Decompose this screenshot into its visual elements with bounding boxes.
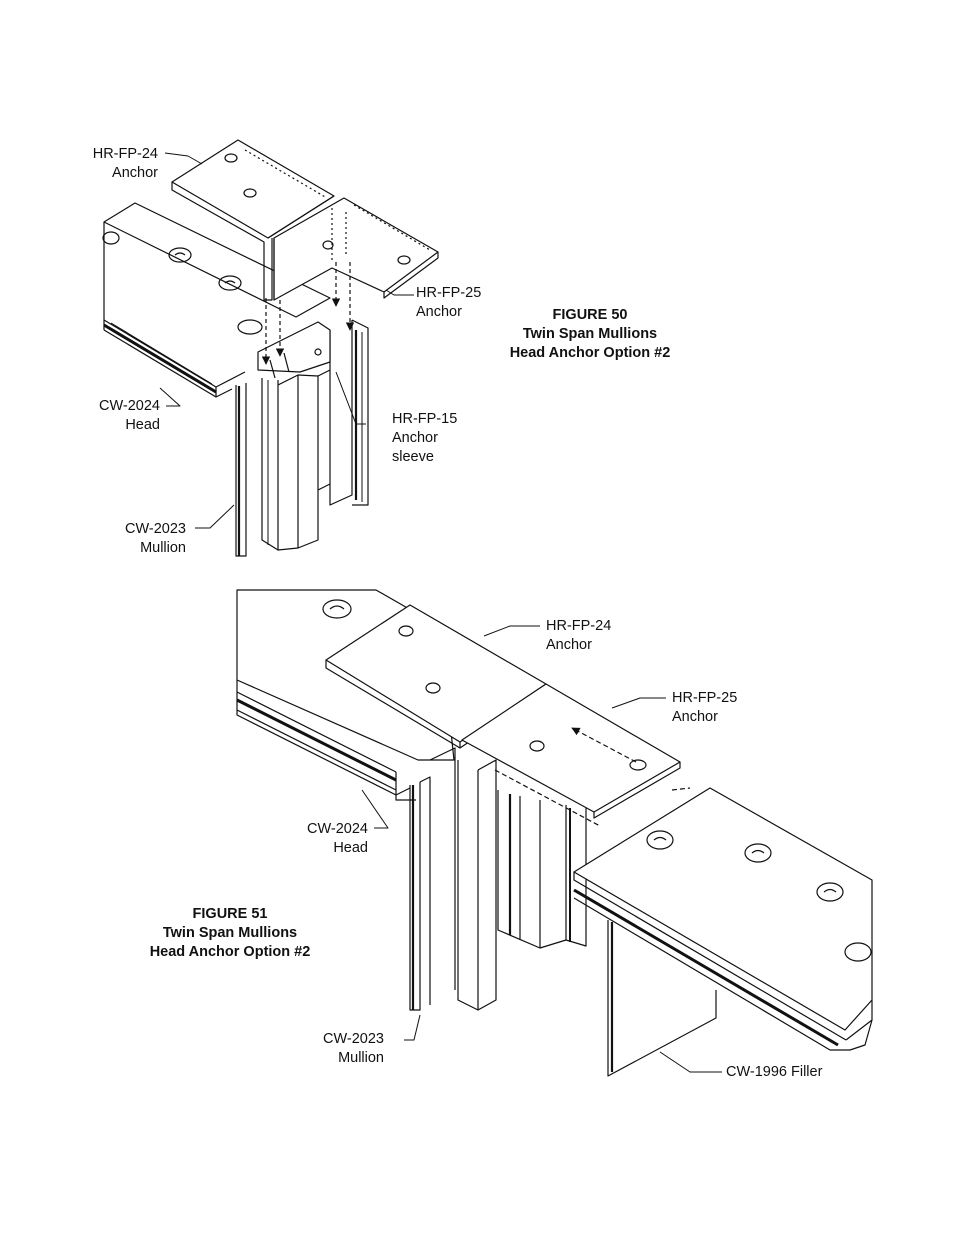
label-line: Mullion — [338, 1050, 384, 1066]
caption-line: Twin Span Mullions — [522, 326, 658, 342]
label-line: CW-1996 Filler — [726, 1064, 823, 1080]
caption-line: Head Anchor Option #2 — [509, 345, 671, 361]
caption-line: Twin Span Mullions — [162, 925, 298, 941]
fig51-label-cw-1996: CW-1996 Filler — [726, 1063, 822, 1082]
label-line: Head — [333, 840, 368, 856]
label-line: Mullion — [140, 540, 186, 556]
fig50-label-hr-fp-24: HR-FP-24 Anchor — [60, 145, 158, 183]
figure-51-drawing — [236, 589, 873, 1077]
fig50-assembly-arrows — [261, 262, 355, 365]
fig51-caption: FIGURE 51 Twin Span Mullions Head Anchor… — [130, 905, 330, 962]
fig51-hr-fp-25-anchor — [461, 683, 681, 819]
fig50-hr-fp-15-sleeve — [257, 321, 331, 379]
label-line: sleeve — [392, 449, 434, 465]
label-line: HR-FP-24 — [546, 618, 612, 634]
fig51-cw-2024-head-right — [573, 787, 873, 1051]
caption-line: FIGURE 51 — [192, 906, 268, 922]
label-line: Anchor — [672, 709, 718, 725]
fig50-cw-2023-mullion — [235, 319, 369, 557]
fig50-caption: FIGURE 50 Twin Span Mullions Head Anchor… — [490, 306, 690, 363]
fig51-cw-1996-filler — [607, 920, 717, 1077]
fig50-label-hr-fp-15: HR-FP-15 Anchor sleeve — [392, 410, 457, 467]
fig51-assembly-arrows — [494, 727, 691, 827]
figure-50-drawing — [102, 139, 439, 557]
label-line: Anchor — [546, 637, 592, 653]
label-line: HR-FP-24 — [92, 146, 158, 162]
fig51-leaders — [361, 625, 722, 1073]
label-line: CW-2023 — [323, 1031, 384, 1047]
fig50-label-cw-2024: CW-2024 Head — [60, 397, 160, 435]
label-line: HR-FP-15 — [392, 411, 458, 427]
fig50-label-cw-2023: CW-2023 Mullion — [86, 520, 186, 558]
fig50-hr-fp-25-anchor — [273, 197, 439, 301]
label-line: Head — [125, 417, 160, 433]
fig51-label-cw-2024: CW-2024 Head — [266, 820, 368, 858]
caption-line: Head Anchor Option #2 — [149, 944, 311, 960]
label-line: CW-2024 — [307, 821, 368, 837]
fig50-leaders — [159, 152, 414, 529]
fig51-label-hr-fp-25: HR-FP-25 Anchor — [672, 689, 737, 727]
fig50-label-hr-fp-25: HR-FP-25 Anchor — [416, 284, 481, 322]
fig51-label-cw-2023: CW-2023 Mullion — [284, 1030, 384, 1068]
label-line: HR-FP-25 — [672, 690, 738, 706]
label-line: CW-2024 — [99, 398, 160, 414]
fig51-label-hr-fp-24: HR-FP-24 Anchor — [546, 617, 611, 655]
label-line: Anchor — [392, 430, 438, 446]
fig50-hr-fp-24-anchor — [171, 139, 335, 301]
label-line: Anchor — [416, 304, 462, 320]
label-line: HR-FP-25 — [416, 285, 482, 301]
label-line: CW-2023 — [125, 521, 186, 537]
label-line: Anchor — [112, 165, 158, 181]
caption-line: FIGURE 50 — [552, 307, 628, 323]
